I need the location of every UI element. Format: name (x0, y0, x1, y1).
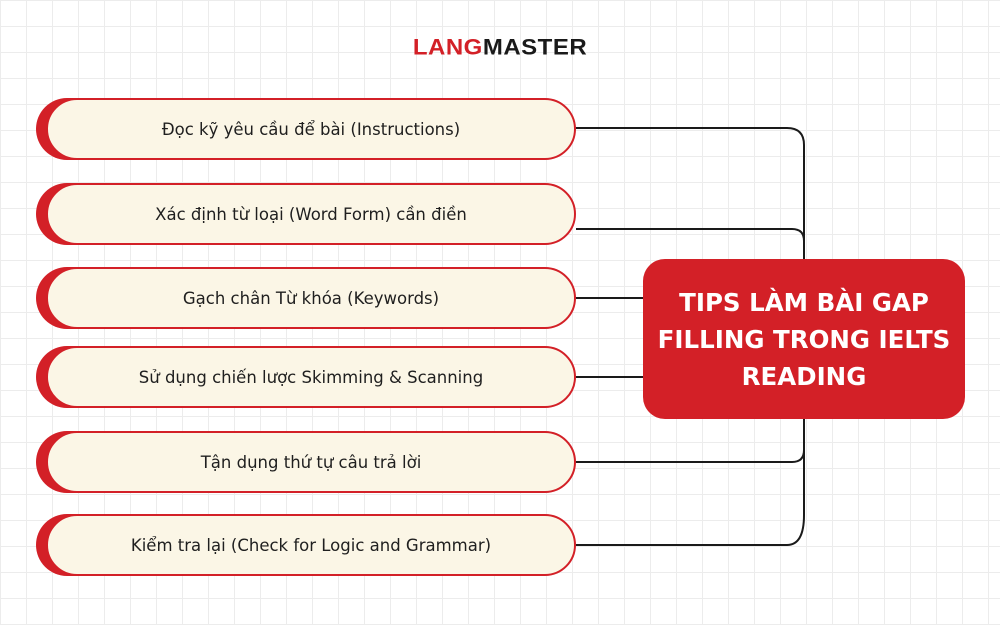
tip-label: Gạch chân Từ khóa (Keywords) (182, 288, 440, 308)
tip-pill: Kiểm tra lại (Check for Logic and Gramma… (46, 514, 576, 576)
tip-item-check-logic-grammar: Kiểm tra lại (Check for Logic and Gramma… (36, 514, 576, 576)
tip-item-keywords: Gạch chân Từ khóa (Keywords) (36, 267, 576, 329)
logo-part-master: MASTER (482, 35, 588, 60)
tip-pill: Sử dụng chiến lược Skimming & Scanning (46, 346, 576, 408)
tip-item-answer-order: Tận dụng thứ tự câu trả lời (36, 431, 576, 493)
tip-pill: Xác định từ loại (Word Form) cần điền (46, 183, 576, 245)
center-topic-title: TIPS LÀM BÀI GAP FILLING TRONG IELTS REA… (657, 287, 951, 391)
tip-item-word-form: Xác định từ loại (Word Form) cần điền (36, 183, 576, 245)
center-topic-box: TIPS LÀM BÀI GAP FILLING TRONG IELTS REA… (643, 259, 965, 419)
tip-label: Đọc kỹ yêu cầu để bài (Instructions) (161, 119, 461, 139)
langmaster-logo: LANGMASTER (0, 35, 1000, 61)
connector-5 (576, 449, 805, 463)
tip-pill: Đọc kỹ yêu cầu để bài (Instructions) (46, 98, 576, 160)
tip-pill: Tận dụng thứ tự câu trả lời (46, 431, 576, 493)
tip-pill: Gạch chân Từ khóa (Keywords) (46, 267, 576, 329)
tip-item-skimming-scanning: Sử dụng chiến lược Skimming & Scanning (36, 346, 576, 408)
tip-label: Xác định từ loại (Word Form) cần điền (155, 204, 467, 224)
tip-label: Sử dụng chiến lược Skimming & Scanning (138, 367, 484, 387)
connector-2 (576, 228, 805, 242)
logo-part-lang: LANG (412, 35, 483, 60)
tip-label: Kiểm tra lại (Check for Logic and Gramma… (130, 535, 492, 555)
tip-item-read-instructions: Đọc kỹ yêu cầu để bài (Instructions) (36, 98, 576, 160)
tip-label: Tận dụng thứ tự câu trả lời (200, 452, 422, 472)
